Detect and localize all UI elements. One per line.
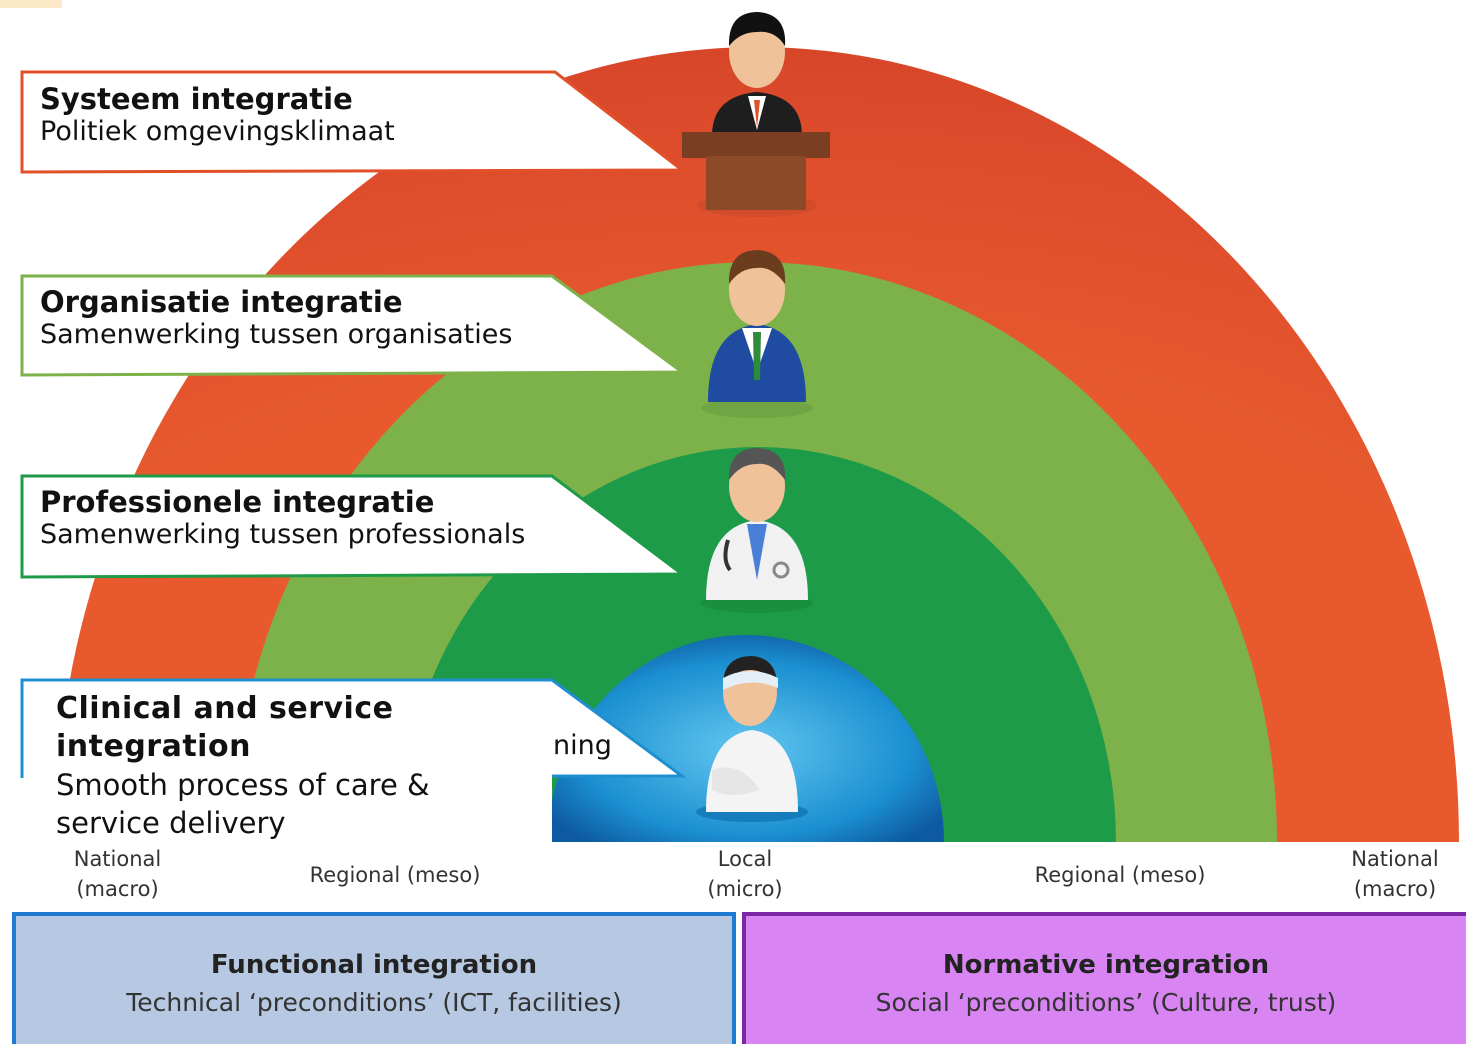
organisation-integration-label: Organisatie integratie Samenwerking tuss… <box>40 285 512 350</box>
level-subtitle: Politiek omgevingsklimaat <box>40 116 395 147</box>
functional-subtitle: Technical ‘preconditions’ (ICT, faciliti… <box>126 988 622 1017</box>
doctor-with-stethoscope-icon <box>701 448 813 613</box>
scale-left-national: National (macro) <box>73 847 162 901</box>
politician-at-podium-icon <box>682 12 830 217</box>
level-title: Professionele integratie <box>40 485 435 519</box>
system-integration-callout <box>20 70 687 174</box>
injured-patient-icon <box>696 656 808 822</box>
professional-integration-callout <box>20 474 687 579</box>
scale-right-national: National (macro) <box>1351 847 1439 901</box>
functional-integration-box: Functional integration Technical ‘precon… <box>12 912 736 1044</box>
normative-subtitle: Social ‘preconditions’ (Culture, trust) <box>875 988 1337 1017</box>
level-subtitle: Smooth process of care & service deliver… <box>56 768 430 840</box>
scale-local: Local (micro) <box>707 847 783 901</box>
manager-in-suit-icon <box>701 250 813 418</box>
corner-tab-decoration <box>0 0 62 8</box>
organisation-integration-callout <box>20 274 687 377</box>
truncated-callout-text: ning <box>553 730 612 761</box>
level-subtitle: Samenwerking tussen organisaties <box>40 319 513 350</box>
clinical-integration-label: Clinical and service integration Smooth … <box>56 690 526 842</box>
level-subtitle: Samenwerking tussen professionals <box>40 519 526 550</box>
normative-title: Normative integration <box>942 950 1270 980</box>
scale-right-regional: Regional (meso) <box>1034 863 1206 887</box>
professional-integration-label: Professionele integratie Samenwerking tu… <box>40 485 525 550</box>
scale-left-regional: Regional (meso) <box>309 863 481 887</box>
level-title: Organisatie integratie <box>40 285 403 319</box>
level-title: Clinical and service integration <box>56 691 394 764</box>
system-integration-label: Systeem integratie Politiek omgevingskli… <box>40 82 395 147</box>
functional-title: Functional integration <box>210 950 538 980</box>
clinical-integration-callout <box>20 678 687 842</box>
level-title: Systeem integratie <box>40 82 353 116</box>
normative-integration-box: Normative integration Social ‘preconditi… <box>742 912 1466 1044</box>
